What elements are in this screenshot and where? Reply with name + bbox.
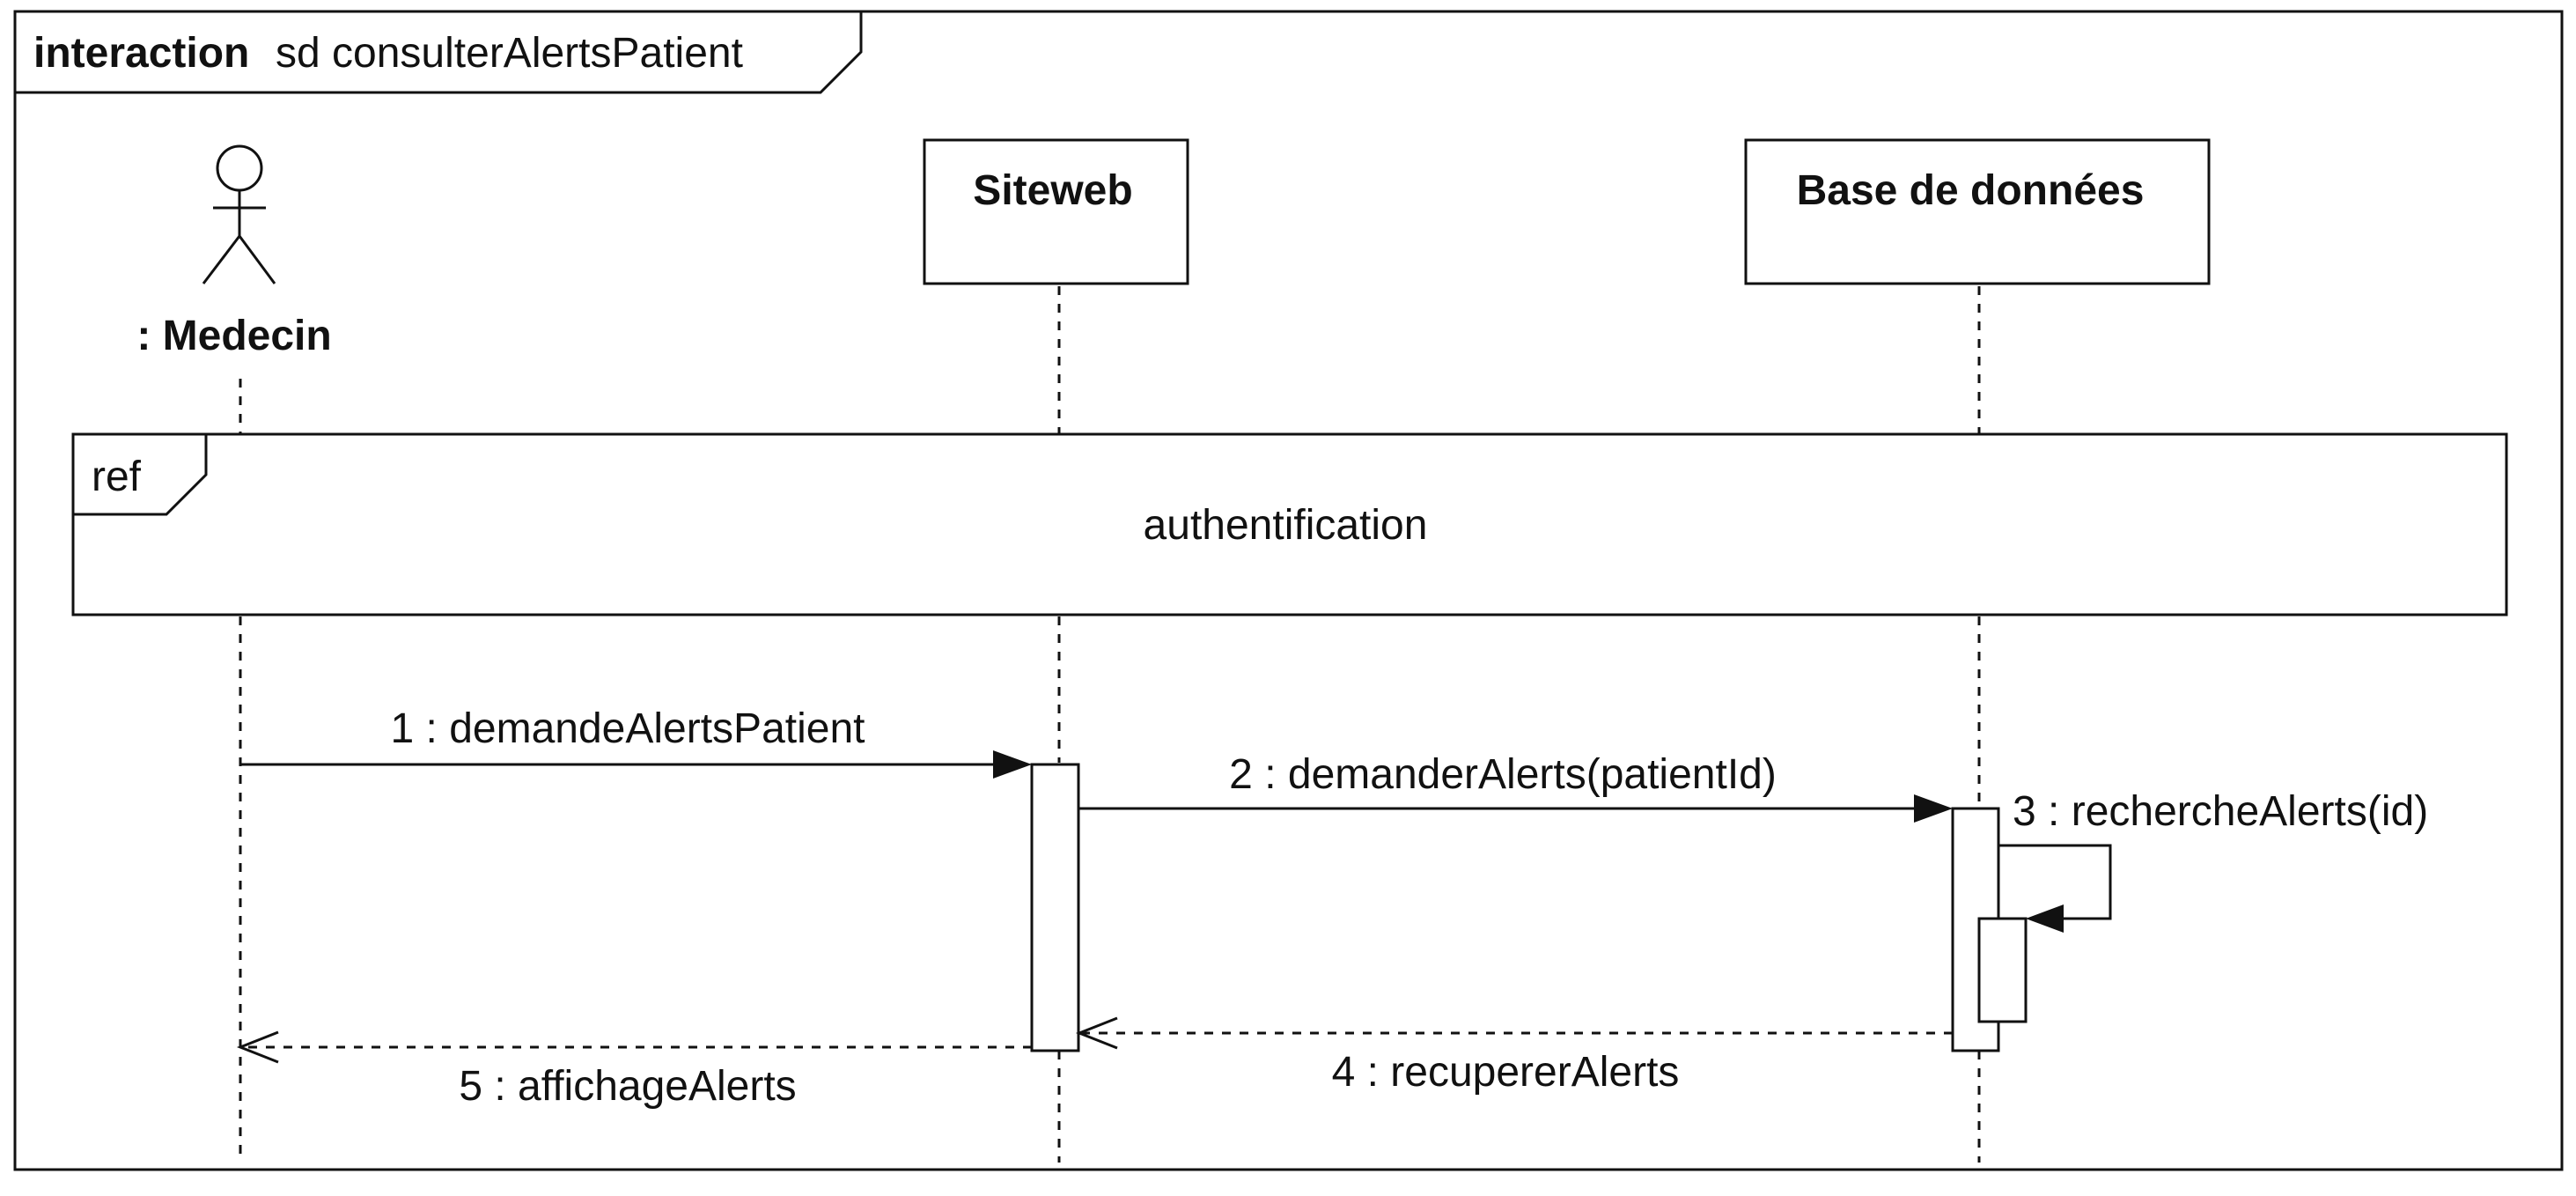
actor-head: [216, 144, 263, 192]
ref-fragment-keyword: ref: [92, 454, 142, 500]
lifeline-label-siteweb: Siteweb: [973, 167, 1132, 214]
frame-keyword: interaction: [33, 30, 249, 77]
ref-fragment-label: authentification: [1144, 502, 1428, 549]
message-4-label: 4 : recupererAlerts: [1332, 1049, 1680, 1096]
message-2-label: 2 : demanderAlerts(patientId): [1229, 751, 1777, 798]
message-1-label: 1 : demandeAlertsPatient: [391, 705, 865, 752]
message-3: 3 : rechercheAlerts(id): [1998, 788, 2428, 933]
frame-tab: [15, 11, 863, 94]
ref-fragment: [71, 432, 2508, 616]
actor-left-leg: [202, 235, 241, 284]
message-2: 2 : demanderAlerts(patientId): [1078, 751, 1953, 823]
message-1: 1 : demandeAlertsPatient: [240, 705, 1032, 779]
actor-right-leg: [238, 235, 276, 284]
actor-medecin: : Medecin: [136, 144, 332, 359]
interaction-frame: [13, 10, 2564, 1171]
activation-bdd-nested: [1977, 917, 2028, 1023]
lifeline-box-siteweb: [923, 138, 1189, 285]
message-5: 5 : affichageAlerts: [236, 1030, 1032, 1110]
ref-fragment-tab: [73, 434, 208, 516]
lifeline-label-bdd: Base de données: [1797, 167, 2145, 214]
message-4: 4 : recupererAlerts: [1075, 1016, 1953, 1096]
lifeline-label-medecin: : Medecin: [136, 313, 331, 359]
lifeline-box-bdd: [1744, 138, 2211, 285]
activation-siteweb: [1030, 763, 1080, 1052]
message-5-label: 5 : affichageAlerts: [459, 1063, 796, 1110]
frame-title: sd consulterAlertsPatient: [276, 30, 743, 77]
message-3-label: 3 : rechercheAlerts(id): [2013, 788, 2428, 835]
